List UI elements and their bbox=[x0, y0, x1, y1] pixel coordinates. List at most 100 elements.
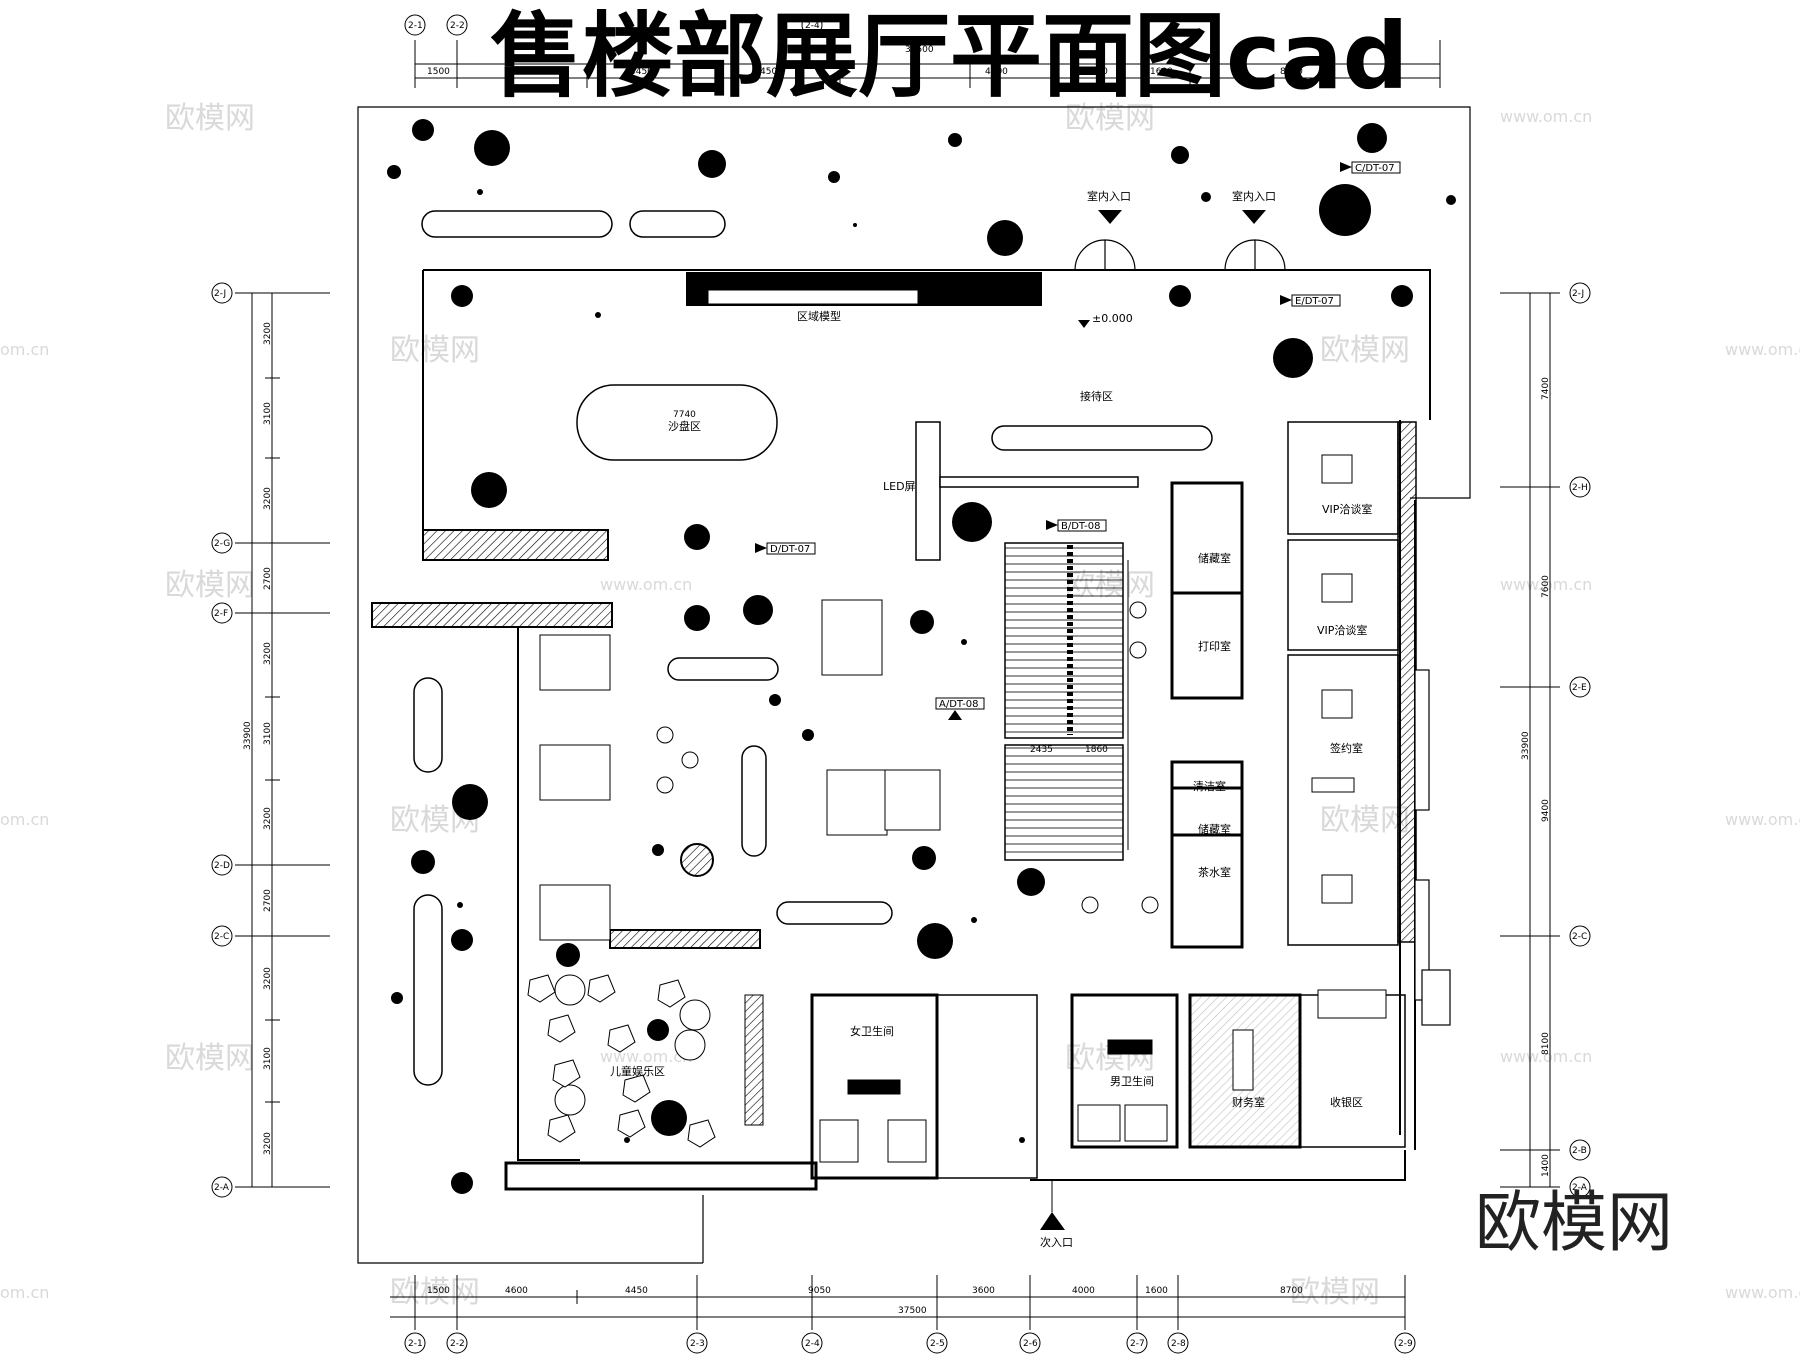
watermark-text: 欧模网 bbox=[1320, 333, 1410, 368]
dimension-segment: 8700 bbox=[1280, 67, 1303, 77]
axis-label: 2-F bbox=[214, 609, 228, 619]
dimension-segment: 3100 bbox=[263, 1047, 273, 1070]
detail-tag-a: A/DT-08 bbox=[935, 697, 985, 720]
site-boundary bbox=[357, 106, 1471, 1264]
watermark-url: www.om.cn bbox=[1725, 810, 1800, 829]
level-marker-icon bbox=[1078, 320, 1090, 328]
hatched-wall bbox=[422, 529, 609, 561]
room-label: 清洁室 bbox=[1193, 779, 1226, 793]
axis-label: 2-A bbox=[214, 1183, 230, 1193]
led-screen bbox=[915, 421, 1139, 561]
watermark-url: www.om.cn bbox=[600, 575, 692, 594]
dimension-total: 33900 bbox=[1521, 731, 1531, 760]
watermark-url: www.om.cn bbox=[600, 1047, 692, 1066]
right-dimension-line bbox=[1500, 292, 1560, 1188]
dimension-segment: 3200 bbox=[263, 642, 273, 665]
axis-label: 2-2 bbox=[450, 1339, 465, 1349]
watermark-text: 欧模网 bbox=[165, 1041, 255, 1076]
dimension-segment: 1600 bbox=[1150, 67, 1173, 77]
service-rooms bbox=[1170, 481, 1244, 949]
dimension-total: 33900 bbox=[243, 721, 253, 750]
capsule-benches bbox=[413, 210, 1213, 1086]
entrance-label: 次入口 bbox=[1040, 1235, 1073, 1249]
feature-sculpture bbox=[952, 502, 992, 542]
axis-label: 2-J bbox=[1572, 289, 1584, 299]
left-dimension-line bbox=[235, 292, 330, 1188]
entrance-label: 室内入口 bbox=[1232, 189, 1276, 203]
dimension-segment: 4450 bbox=[625, 1286, 648, 1296]
bottom-wall-segment bbox=[504, 1161, 818, 1191]
feature-sculpture bbox=[1273, 338, 1313, 378]
room-label: VIP洽谈室 bbox=[1322, 502, 1372, 516]
feature-sculpture bbox=[1017, 868, 1045, 896]
entrance-label: 室内入口 bbox=[1087, 189, 1131, 203]
detail-tag-label: D/DT-07 bbox=[770, 544, 810, 555]
entrance-markers bbox=[1098, 210, 1266, 224]
dimension-segment: 3200 bbox=[263, 967, 273, 990]
secondary-entrance-icon bbox=[1040, 1212, 1065, 1230]
detail-tag-b: B/DT-08 bbox=[1046, 519, 1107, 532]
room-label: 沙盘区 bbox=[668, 419, 701, 433]
finance-desk bbox=[1232, 1029, 1254, 1091]
axis-label: 2-8 bbox=[1171, 1339, 1186, 1349]
room-label: 签约室 bbox=[1330, 741, 1363, 755]
left-axis-bubbles bbox=[211, 282, 233, 1198]
room-label: 储藏室 bbox=[1198, 822, 1231, 836]
room-label: LED屏 bbox=[883, 480, 916, 493]
axis-label: 2-J bbox=[214, 289, 226, 299]
dimension-segment: 3200 bbox=[263, 322, 273, 345]
decorative-dots bbox=[387, 119, 1456, 1194]
top-axis-bubbles bbox=[404, 14, 823, 36]
dimension-segment: 2700 bbox=[263, 567, 273, 590]
dimension-segment: 9400 bbox=[1541, 799, 1551, 822]
watermark-text: 欧模网 bbox=[165, 568, 255, 603]
watermark-text: 欧模网 bbox=[165, 101, 255, 136]
axis-label: 2-1 bbox=[408, 1339, 423, 1349]
dimension-label: 2435 bbox=[1030, 745, 1053, 755]
brand-watermark: 欧模网 bbox=[1475, 1184, 1673, 1261]
dimension-total: 37500 bbox=[905, 45, 934, 55]
watermark-text: 欧模网 bbox=[1290, 1275, 1380, 1310]
detail-tag-label: A/DT-08 bbox=[939, 699, 978, 710]
watermark-url: www.om.cn bbox=[1500, 575, 1592, 594]
dimension-segment: 3200 bbox=[263, 487, 273, 510]
watermark-url: om.cn bbox=[0, 340, 49, 359]
room-label: 储藏室 bbox=[1198, 551, 1231, 565]
bottom-dimension-line bbox=[390, 1275, 1406, 1330]
central-staircase bbox=[1004, 542, 1129, 861]
watermark-text: 欧模网 bbox=[390, 333, 480, 368]
axis-label: 2-C bbox=[214, 932, 229, 942]
detail-tag-label: C/DT-07 bbox=[1355, 163, 1395, 174]
dimension-label: 1860 bbox=[1085, 745, 1108, 755]
bottom-axis-bubbles bbox=[404, 1332, 1416, 1354]
dimension-segment: 4600 bbox=[505, 1286, 528, 1296]
axis-label: 2-3 bbox=[690, 1339, 705, 1349]
feature-column bbox=[680, 843, 714, 877]
axis-label: 2-D bbox=[214, 861, 230, 871]
regional-model-base bbox=[707, 289, 919, 305]
watermark-text: 欧模网 bbox=[390, 1275, 480, 1310]
watermark-url: www.om.cn bbox=[1725, 1283, 1800, 1302]
watermark-url: www.om.cn bbox=[1725, 340, 1800, 359]
dimension-segment: 3000 bbox=[1085, 67, 1108, 77]
dimension-segment: 1600 bbox=[1145, 1286, 1168, 1296]
dimension-segment: 8700 bbox=[1280, 1286, 1303, 1296]
entrance-doors bbox=[1074, 239, 1286, 271]
meeting-tables bbox=[1311, 454, 1355, 904]
axis-label: 2-5 bbox=[930, 1339, 945, 1349]
dimension-segment: 3100 bbox=[263, 402, 273, 425]
watermark-url: om.cn bbox=[0, 810, 49, 829]
axis-label: 2-2 bbox=[450, 21, 465, 31]
room-label: VIP洽谈室 bbox=[1317, 623, 1367, 637]
room-label: 女卫生间 bbox=[850, 1024, 894, 1038]
dimension-segment: 1400 bbox=[1541, 1154, 1551, 1177]
dimension-segment: 4600 bbox=[510, 67, 533, 77]
page-title: 售楼部展厅平面图cad bbox=[490, 3, 1408, 110]
dimension-segment: 3200 bbox=[263, 807, 273, 830]
dimension-segment: 4600 bbox=[985, 67, 1008, 77]
feature-sculpture bbox=[1319, 184, 1371, 236]
watermark-url: om.cn bbox=[0, 1283, 49, 1302]
top-dimension-line bbox=[414, 40, 1441, 88]
axis-label: 2-7 bbox=[1130, 1339, 1145, 1349]
